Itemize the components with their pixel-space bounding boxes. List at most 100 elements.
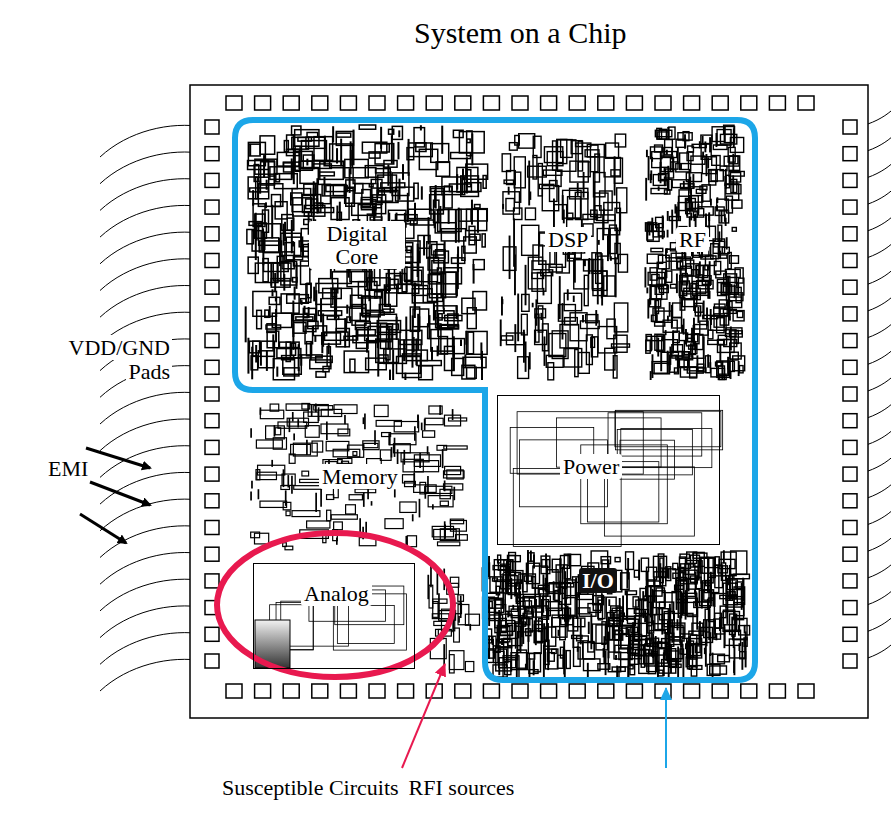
layout-cell — [345, 188, 353, 203]
layout-cell — [304, 412, 319, 422]
bond-pad — [205, 547, 219, 561]
layout-cell — [249, 144, 260, 156]
layout-cell — [561, 140, 573, 158]
wire-trace — [315, 404, 317, 413]
layout-cell — [254, 533, 268, 544]
bond-pad — [455, 96, 471, 110]
layout-cell — [434, 306, 456, 318]
layout-cell — [670, 159, 673, 172]
layout-cell — [414, 183, 418, 198]
layout-cell — [701, 135, 712, 143]
layout-cell — [644, 645, 653, 664]
wire-trace — [413, 472, 415, 485]
bond-pad — [598, 96, 614, 110]
bond-pad — [205, 494, 219, 508]
bond-pad — [205, 254, 219, 268]
wire-trace — [682, 654, 684, 678]
wire-trace — [313, 287, 315, 302]
layout-cell — [591, 337, 597, 357]
wire-trace — [377, 332, 379, 349]
layout-cell — [714, 261, 720, 274]
layout-cell — [729, 592, 735, 598]
layout-cell — [713, 145, 727, 149]
wire-trace — [442, 449, 444, 468]
layout-cell — [577, 594, 593, 599]
layout-cell — [333, 449, 360, 457]
layout-cell — [506, 333, 524, 345]
wire-trace — [488, 562, 490, 579]
block-label: Power — [560, 454, 622, 479]
wire-trace — [667, 127, 669, 140]
wire-trace — [658, 186, 660, 191]
layout-cell — [284, 163, 293, 172]
layout-cell — [449, 655, 454, 673]
wire-trace — [265, 202, 267, 208]
layout-cell — [247, 229, 254, 243]
layout-cell — [600, 191, 613, 210]
wire-trace — [701, 581, 703, 608]
layout-cell — [277, 349, 301, 358]
layout-cell — [626, 552, 634, 570]
layout-cell — [403, 475, 415, 483]
layout-cell — [691, 283, 696, 297]
layout-cell — [575, 350, 578, 377]
wire-trace — [678, 566, 680, 591]
layout-cell — [682, 281, 690, 291]
layout-cell — [380, 450, 391, 460]
wire-trace — [573, 296, 575, 302]
layout-cell — [392, 126, 402, 139]
wire-trace — [363, 417, 365, 424]
wire-trace — [453, 487, 455, 500]
layout-cell — [273, 359, 294, 380]
wire-trace — [313, 188, 315, 221]
wire-trace — [669, 608, 671, 623]
layout-cell — [552, 559, 561, 572]
layout-cell — [661, 156, 673, 171]
wire-trace — [699, 621, 701, 643]
wire-trace — [368, 267, 370, 301]
layout-cell — [671, 284, 677, 288]
callout-arrow — [402, 664, 445, 768]
wire-trace — [671, 620, 673, 643]
bond-pad — [340, 684, 356, 698]
layout-cell — [557, 139, 567, 163]
layout-cell — [465, 614, 479, 625]
wire-trace — [616, 666, 618, 678]
bond-pad — [205, 334, 219, 348]
layout-cell — [729, 639, 745, 658]
layout-cell — [665, 140, 673, 155]
bond-pad — [205, 227, 219, 241]
layout-cell — [489, 650, 495, 658]
wire-trace — [272, 289, 274, 296]
bond-pad — [312, 684, 328, 698]
wire-trace — [399, 271, 401, 283]
layout-cell — [362, 190, 371, 207]
wire-trace — [528, 161, 530, 206]
wire-trace — [707, 280, 709, 299]
bond-pad — [205, 627, 219, 641]
wire-trace — [501, 297, 503, 316]
layout-cell — [724, 285, 732, 293]
layout-cell — [425, 418, 443, 424]
layout-cell — [428, 496, 453, 507]
wire-trace — [251, 481, 253, 489]
wire-trace — [685, 643, 687, 649]
layout-cell — [429, 585, 433, 608]
layout-cell — [417, 361, 441, 366]
wire-trace — [688, 563, 690, 591]
layout-cell — [693, 212, 697, 217]
layout-cell — [347, 445, 363, 457]
wire-trace — [271, 460, 273, 467]
layout-cell — [269, 297, 280, 304]
bond-pad — [369, 684, 385, 698]
layout-cell — [347, 317, 351, 322]
layout-cell — [593, 271, 607, 295]
wire-trace — [685, 265, 687, 274]
layout-cell — [549, 264, 562, 272]
bond-pad — [205, 307, 219, 321]
wire-trace — [292, 324, 294, 350]
bond-pad — [655, 684, 671, 698]
wire-trace — [283, 274, 285, 291]
layout-cell — [537, 273, 551, 304]
wire-trace — [363, 492, 365, 506]
